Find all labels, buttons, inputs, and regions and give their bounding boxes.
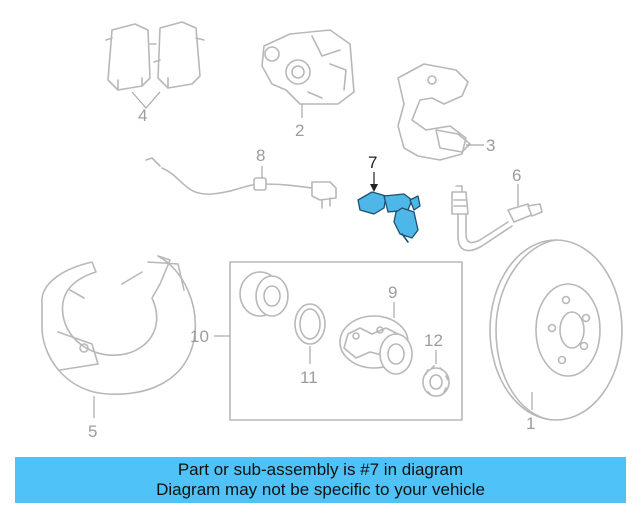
callout-3: 3 (486, 136, 495, 155)
part-10-hub-assembly-box[interactable] (214, 261, 463, 421)
callout-8: 8 (256, 146, 265, 165)
part-4-brake-pads[interactable] (105, 21, 205, 109)
callout-1: 1 (526, 414, 535, 433)
callout-7: 7 (368, 153, 377, 172)
part-wheel-bearing[interactable] (239, 271, 289, 317)
callout-4: 4 (138, 106, 147, 125)
callout-11: 11 (300, 368, 318, 387)
part-1-brake-rotor[interactable] (489, 239, 623, 421)
part-12-hub-nut[interactable] (422, 350, 450, 397)
info-banner: Part or sub-assembly is #7 in diagram Di… (15, 457, 626, 503)
part-9-wheel-hub[interactable] (339, 302, 413, 375)
parts-diagram: 4 2 3 8 7 (41, 21, 623, 441)
callout-9: 9 (388, 283, 397, 302)
part-7-abs-speed-sensor[interactable] (357, 172, 421, 243)
callout-5: 5 (88, 422, 97, 441)
part-6-brake-hose[interactable] (451, 184, 543, 252)
banner-line-2: Diagram may not be specific to your vehi… (156, 480, 485, 499)
callout-6: 6 (512, 166, 521, 185)
callout-10: 10 (190, 327, 209, 346)
callout-2: 2 (295, 121, 304, 140)
part-5-splash-shield[interactable] (41, 255, 196, 418)
part-2-caliper[interactable] (261, 29, 355, 118)
part-8-wear-sensor-cable[interactable] (145, 157, 337, 209)
part-11-snap-ring[interactable] (294, 303, 326, 364)
part-3-caliper-bracket[interactable] (397, 63, 484, 161)
callout-12: 12 (424, 331, 443, 350)
banner-line-1: Part or sub-assembly is #7 in diagram (177, 460, 464, 479)
